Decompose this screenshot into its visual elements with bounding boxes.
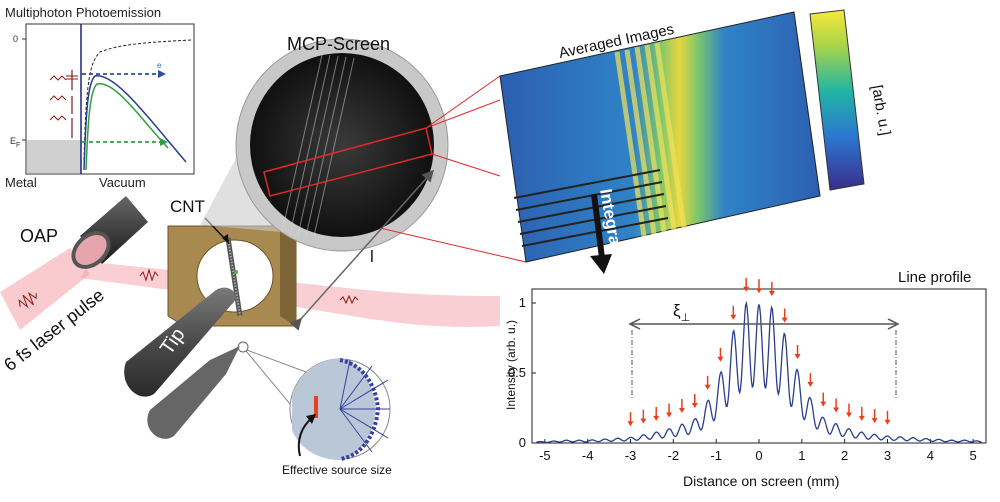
colorbar: [arb. u.] xyxy=(809,9,894,191)
cnt-label: CNT xyxy=(170,197,205,216)
zoom-origin xyxy=(237,341,249,353)
integrate-arrow-head xyxy=(590,254,612,274)
roi-link-1 xyxy=(425,75,501,129)
integration-lines xyxy=(513,169,669,247)
barrier-curve-green xyxy=(85,83,169,171)
pulse-wave-mid xyxy=(139,268,159,282)
fringe-arrow-head xyxy=(627,421,634,427)
plot-frame xyxy=(531,288,987,444)
holder-edge xyxy=(280,226,296,326)
fringe-arrow-head xyxy=(858,415,865,421)
incoming-beam xyxy=(0,248,90,330)
source-pointer-head xyxy=(306,414,316,424)
fringe-arrow-head xyxy=(640,418,647,424)
fringe-arrow-head xyxy=(704,384,711,390)
metal-label: Metal xyxy=(5,175,37,190)
x-tick-label: 4 xyxy=(927,448,934,463)
roi-link-3 xyxy=(431,153,501,177)
y-tick-label: 0 xyxy=(519,435,526,450)
electron-label: e xyxy=(157,61,162,70)
fringe-arrow-head xyxy=(743,286,750,292)
line-profile-plot: Line profile Intensity (arb. u.) Distanc… xyxy=(504,269,987,489)
fermi-label: EF xyxy=(10,136,20,149)
cnt-pointer-head xyxy=(222,234,229,244)
fringe-arrow-group xyxy=(627,277,891,427)
field-lines xyxy=(339,359,390,453)
tip-apex xyxy=(292,358,376,460)
source-label: Effective source size xyxy=(282,463,392,477)
photon-arrows xyxy=(49,70,78,138)
x-tick-label: -3 xyxy=(625,448,637,463)
x-tick-label: 5 xyxy=(970,448,977,463)
y-axis-label: Intensity (arb. u.) xyxy=(504,320,518,410)
pulse-wave-in xyxy=(18,292,37,309)
fringe-arrow-head xyxy=(833,407,840,413)
mcp-screen: MCP-Screen l xyxy=(200,34,527,331)
y-tick-group: 00.51 xyxy=(508,295,536,450)
emission-spot xyxy=(234,270,238,274)
photoemission-arrowhead xyxy=(158,70,166,78)
x-tick-group: -5 -4 -3 -2 -1 0 1 2 3 4 5 xyxy=(539,439,977,463)
fringe-arrow-head xyxy=(845,412,852,418)
fringe-arrow-head xyxy=(678,408,685,414)
distance-arrow xyxy=(289,169,434,331)
x-tick-label: -4 xyxy=(582,448,594,463)
colorbar-label: [arb. u.] xyxy=(868,84,894,137)
fringe-arrow-head xyxy=(884,419,891,425)
coherence-arrow-right xyxy=(887,318,900,330)
coherence-arrow-left xyxy=(628,318,641,330)
vacuum-label: Vacuum xyxy=(99,175,146,190)
mcp-phosphor xyxy=(250,53,434,237)
fringe-arrow-head xyxy=(807,382,814,387)
tip-shadow-body xyxy=(147,346,240,439)
zero-energy-label: 0 xyxy=(13,34,18,44)
fringe-arrow-head xyxy=(820,401,827,407)
fringe-arrow-head xyxy=(768,291,775,296)
mcp-label: MCP-Screen xyxy=(287,34,390,54)
x-tick-label: 1 xyxy=(798,448,805,463)
fringe-arrow-head xyxy=(794,354,801,359)
fringe-arrow-head xyxy=(653,415,660,421)
zoom-line-top xyxy=(246,349,307,373)
averaged-image: Averaged Images Integrate xyxy=(499,11,821,274)
y-tick-label: 0.5 xyxy=(508,365,526,380)
tip-cylinder xyxy=(124,287,236,397)
interference-fringes xyxy=(614,42,687,237)
cnt-texture xyxy=(227,237,241,317)
oap-mirror: OAP xyxy=(20,196,148,269)
x-tick-label: -2 xyxy=(668,448,680,463)
fringe-arrow-head xyxy=(691,403,698,408)
coherence-width-label: ξ⊥ xyxy=(673,301,690,324)
plot-title: Line profile xyxy=(898,269,971,286)
y-tick-label: 1 xyxy=(519,295,526,310)
oap-reflective-surface xyxy=(75,235,107,265)
fringe-arrow-head xyxy=(730,314,737,320)
metal-region xyxy=(27,140,81,173)
fringe-arrow-head xyxy=(666,412,673,418)
x-tick-label: -1 xyxy=(710,448,722,463)
distance-label: l xyxy=(370,247,374,266)
x-tick-label: -5 xyxy=(539,448,551,463)
roi-link-4 xyxy=(379,227,527,263)
image-potential-curve xyxy=(83,39,193,161)
colorbar-gradient xyxy=(809,9,865,191)
x-tick-label: 3 xyxy=(884,448,891,463)
photoemission-inset: Multiphoton Photoemission 0 EF e Metal V… xyxy=(5,5,195,190)
x-tick-label: 0 xyxy=(755,448,762,463)
tunneling-arrowhead xyxy=(160,138,168,146)
fringe-arrow-head xyxy=(756,288,762,294)
profile-line xyxy=(536,300,982,444)
fringe-arrow-head xyxy=(781,317,788,323)
integrate-arrow-shaft xyxy=(591,193,605,259)
inset-title: Multiphoton Photoemission xyxy=(5,5,161,20)
fringe-arrow-head xyxy=(717,356,724,362)
x-tick-label: 2 xyxy=(841,448,848,463)
roi-link-2 xyxy=(425,99,501,129)
x-axis-label: Distance on screen (mm) xyxy=(683,473,839,489)
oap-label: OAP xyxy=(20,226,58,246)
barrier-curve-blue xyxy=(83,75,187,171)
source-zoom: Effective source size xyxy=(237,341,392,477)
fringe-arrow-head xyxy=(871,418,878,424)
